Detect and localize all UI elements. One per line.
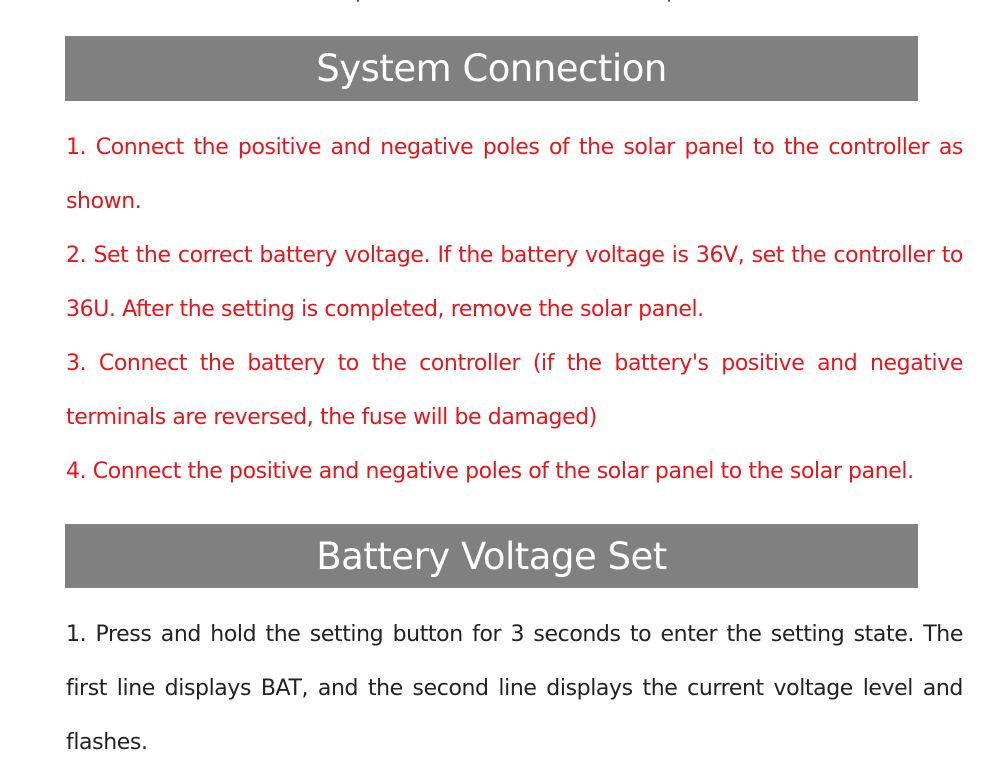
bracket-fragment-right (668, 0, 670, 2)
bracket-fragment-left (357, 0, 359, 2)
cut-off-previous-line (0, 0, 1000, 4)
section-heading-text: Battery Voltage Set (316, 534, 667, 578)
section-heading-battery-voltage-set: Battery Voltage Set (65, 524, 918, 588)
system-connection-step-2: 2. Set the correct battery voltage. If t… (66, 243, 963, 322)
system-connection-step-4: 4. Connect the positive and negative pol… (66, 459, 914, 484)
section-heading-text: System Connection (316, 47, 667, 90)
system-connection-step-3: 3. Connect the battery to the controller… (66, 351, 963, 430)
battery-voltage-step-1: 1. Press and hold the setting button for… (66, 622, 963, 755)
system-connection-step-1: 1. Connect the positive and negative pol… (66, 135, 963, 214)
section-heading-system-connection: System Connection (65, 36, 918, 101)
